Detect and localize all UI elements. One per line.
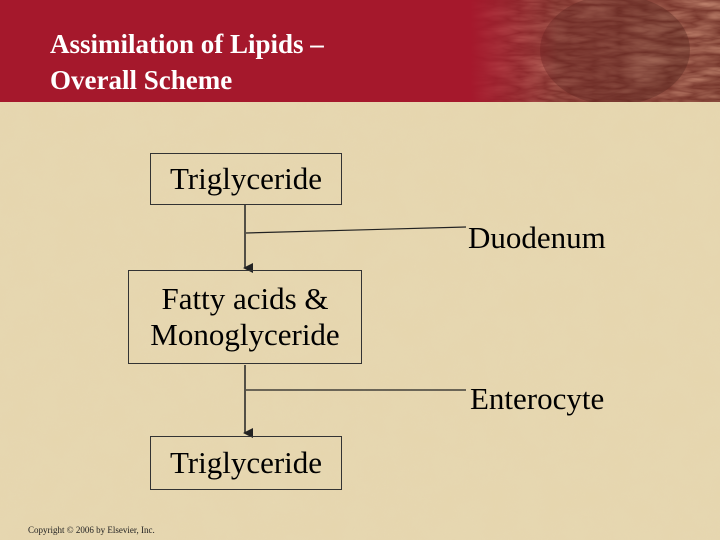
- duodenum-label: Duodenum: [468, 220, 606, 255]
- fatty-acids-monoglyceride-box: Fatty acids & Monoglyceride: [128, 270, 362, 364]
- slide-title: Assimilation of Lipids – Overall Scheme: [50, 26, 324, 98]
- title-banner: Assimilation of Lipids – Overall Scheme: [0, 0, 720, 102]
- triglyceride-box-bottom: Triglyceride: [150, 436, 342, 490]
- decorative-art-image: [470, 0, 720, 102]
- title-line-2: Overall Scheme: [50, 65, 233, 95]
- node-line-2: Monoglyceride: [150, 317, 340, 352]
- copyright-notice: Copyright © 2006 by Elsevier, Inc.: [28, 525, 155, 535]
- triglyceride-box-top: Triglyceride: [150, 153, 342, 205]
- node-line-1: Fatty acids &: [161, 281, 329, 316]
- enterocyte-label: Enterocyte: [470, 381, 605, 416]
- title-line-1: Assimilation of Lipids –: [50, 29, 324, 59]
